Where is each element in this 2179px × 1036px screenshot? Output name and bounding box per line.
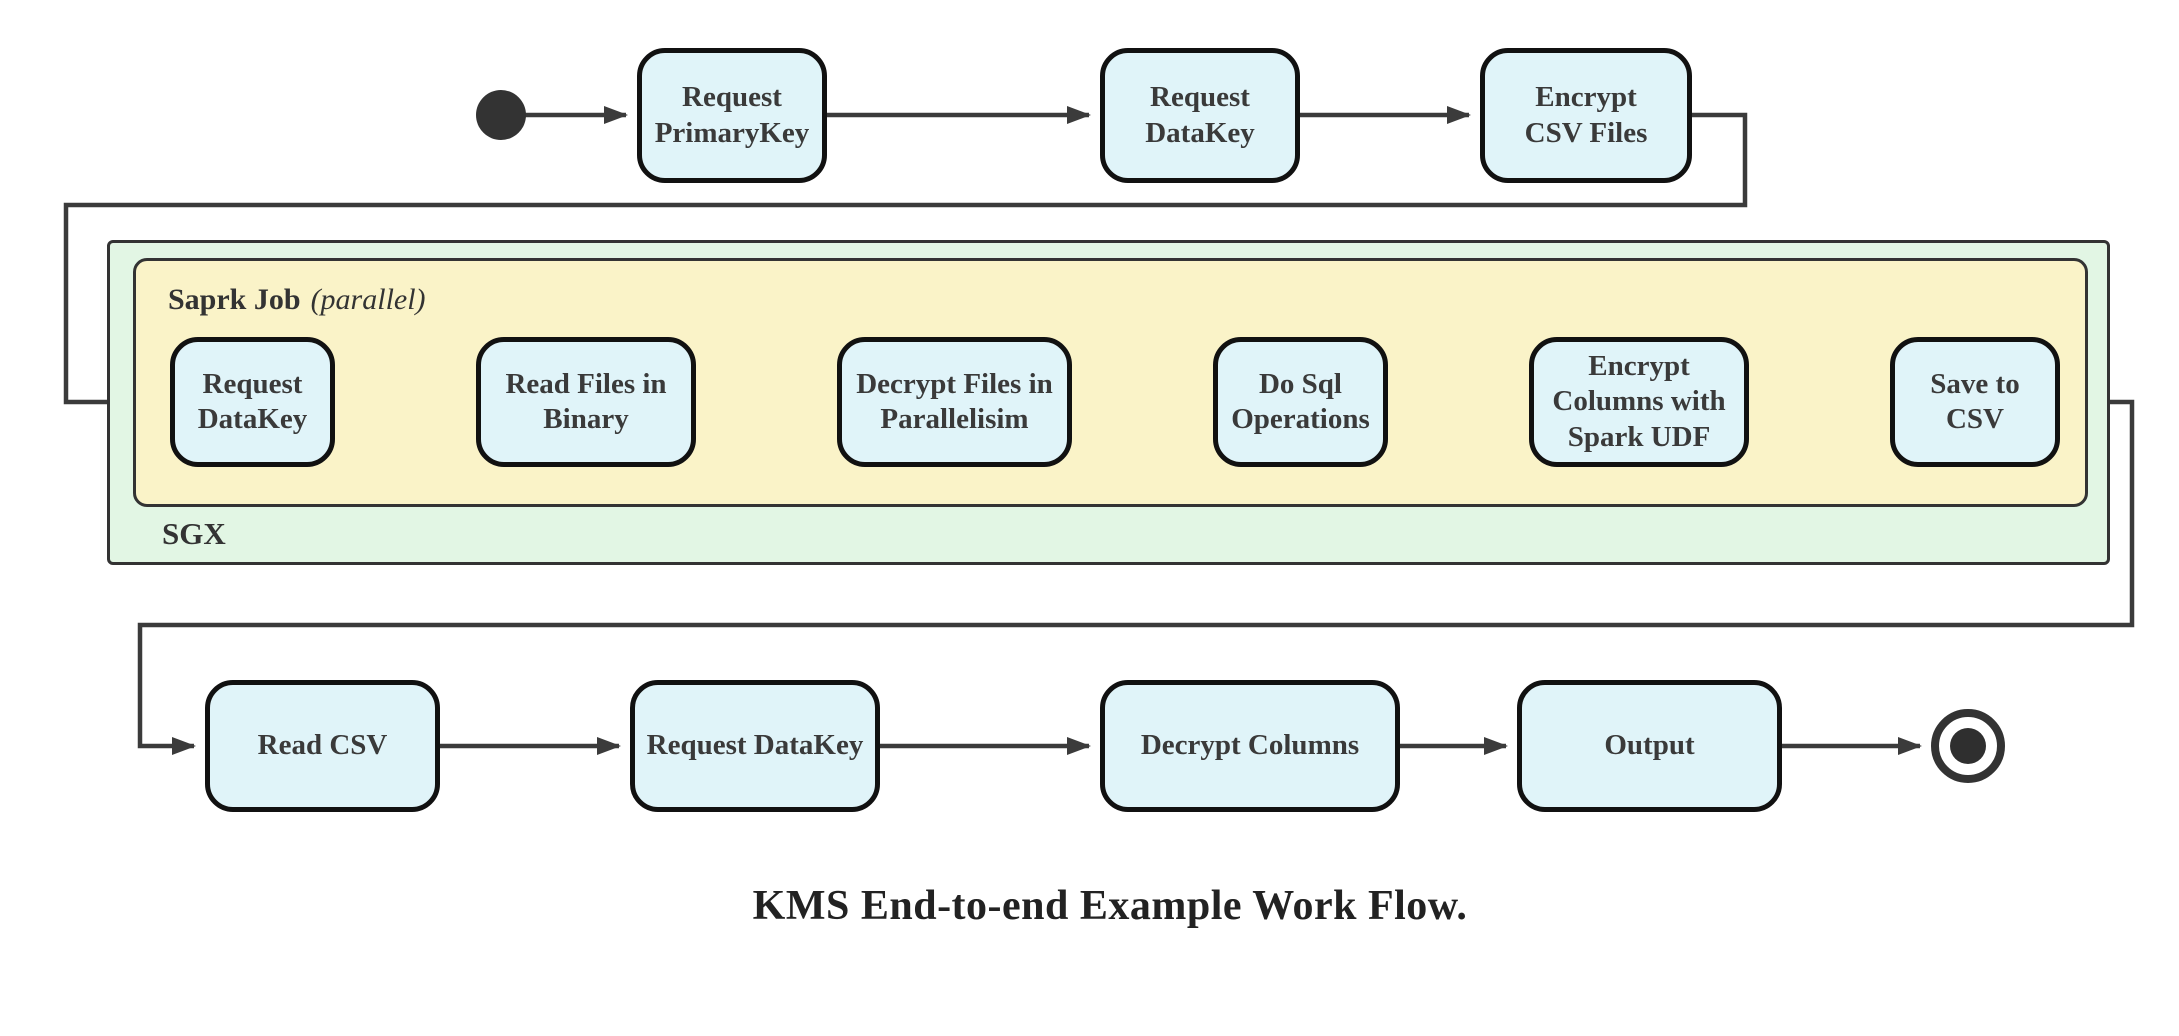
node-encrypt-columns-udf: Encrypt Columns with Spark UDF — [1529, 337, 1749, 467]
node-read-files-binary: Read Files in Binary — [476, 337, 696, 467]
node-request-datakey-sgx: Request DataKey — [170, 337, 335, 467]
spark-job-title: Saprk Job — [168, 283, 301, 316]
node-decrypt-files-parallelism: Decrypt Files in Parallelisim — [837, 337, 1072, 467]
spark-job-label: Saprk Job (parallel) — [168, 283, 426, 317]
node-request-datakey-bottom: Request DataKey — [630, 680, 880, 812]
node-encrypt-csv-files: Encrypt CSV Files — [1480, 48, 1692, 183]
node-decrypt-columns: Decrypt Columns — [1100, 680, 1400, 812]
node-request-datakey-top: Request DataKey — [1100, 48, 1300, 183]
spark-job-qualifier: (parallel) — [310, 283, 426, 316]
end-node-inner-dot — [1950, 728, 1986, 764]
start-node — [476, 90, 526, 140]
sgx-label: SGX — [162, 516, 226, 551]
diagram-caption: KMS End-to-end Example Work Flow. — [752, 883, 1468, 929]
edge-save-csv-to-read-csv — [137, 399, 2135, 755]
node-request-primarykey: Request PrimaryKey — [637, 48, 827, 183]
node-do-sql-operations: Do Sql Operations — [1213, 337, 1388, 467]
node-save-to-csv: Save to CSV — [1890, 337, 2060, 467]
node-read-csv: Read CSV — [205, 680, 440, 812]
edge-encrypt-csv-to-sgx-request-datakey — [63, 112, 1748, 411]
end-node — [1931, 709, 2005, 783]
spark-job-container: Saprk Job (parallel) — [133, 258, 2088, 507]
node-output: Output — [1517, 680, 1782, 812]
